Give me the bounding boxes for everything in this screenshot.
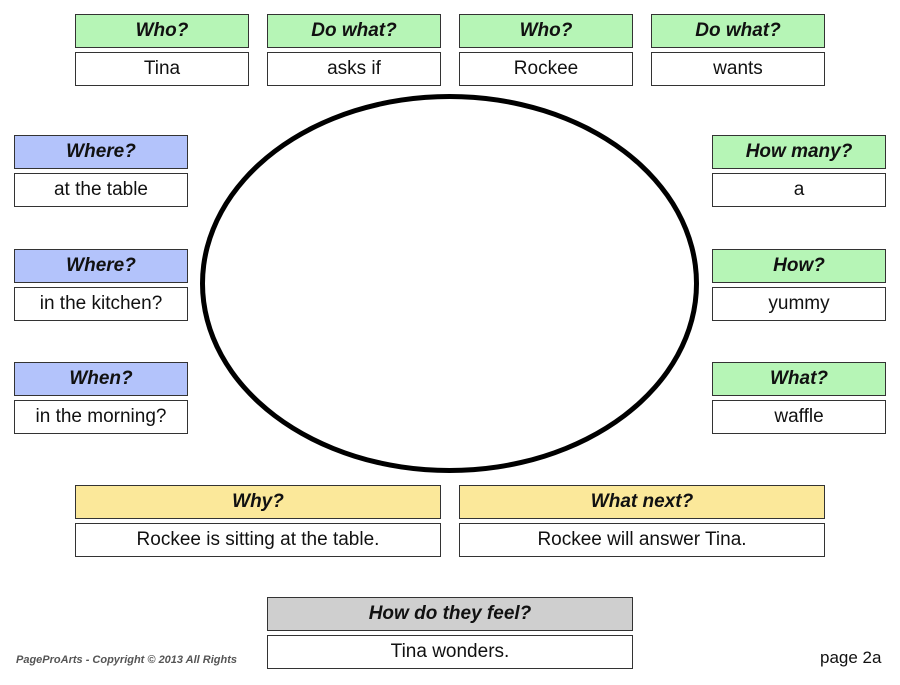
when-answer: in the morning?: [14, 400, 188, 434]
where-header-2: Where?: [14, 249, 188, 283]
how-answer: yummy: [712, 287, 886, 321]
who-header-2: Who?: [459, 14, 633, 48]
who-answer-1: Tina: [75, 52, 249, 86]
how-many-header: How many?: [712, 135, 886, 169]
do-what-header-1: Do what?: [267, 14, 441, 48]
feelings-answer: Tina wonders.: [267, 635, 633, 669]
who-card-2: Who? Rockee: [459, 14, 633, 86]
do-what-answer-1: asks if: [267, 52, 441, 86]
copyright-text: PageProArts - Copyright © 2013 All Right…: [16, 654, 238, 666]
who-header-1: Who?: [75, 14, 249, 48]
page-label: page 2a: [820, 648, 882, 667]
why-answer: Rockee is sitting at the table.: [75, 523, 441, 557]
what-answer: waffle: [712, 400, 886, 434]
what-header: What?: [712, 362, 886, 396]
where-answer-2: in the kitchen?: [14, 287, 188, 321]
feelings-header: How do they feel?: [267, 597, 633, 631]
do-what-header-2: Do what?: [651, 14, 825, 48]
what-card: What? waffle: [712, 362, 886, 434]
how-many-answer: a: [712, 173, 886, 207]
what-next-card: What next? Rockee will answer Tina.: [459, 485, 825, 557]
when-card: When? in the morning?: [14, 362, 188, 434]
where-card-1: Where? at the table: [14, 135, 188, 207]
do-what-card-1: Do what? asks if: [267, 14, 441, 86]
center-oval: [200, 94, 699, 473]
why-header: Why?: [75, 485, 441, 519]
where-answer-1: at the table: [14, 173, 188, 207]
where-card-2: Where? in the kitchen?: [14, 249, 188, 321]
what-next-header: What next?: [459, 485, 825, 519]
how-card: How? yummy: [712, 249, 886, 321]
do-what-card-2: Do what? wants: [651, 14, 825, 86]
why-card: Why? Rockee is sitting at the table.: [75, 485, 441, 557]
how-header: How?: [712, 249, 886, 283]
when-header: When?: [14, 362, 188, 396]
how-many-card: How many? a: [712, 135, 886, 207]
where-header-1: Where?: [14, 135, 188, 169]
who-card-1: Who? Tina: [75, 14, 249, 86]
feelings-card: How do they feel? Tina wonders.: [267, 597, 633, 669]
who-answer-2: Rockee: [459, 52, 633, 86]
what-next-answer: Rockee will answer Tina.: [459, 523, 825, 557]
do-what-answer-2: wants: [651, 52, 825, 86]
